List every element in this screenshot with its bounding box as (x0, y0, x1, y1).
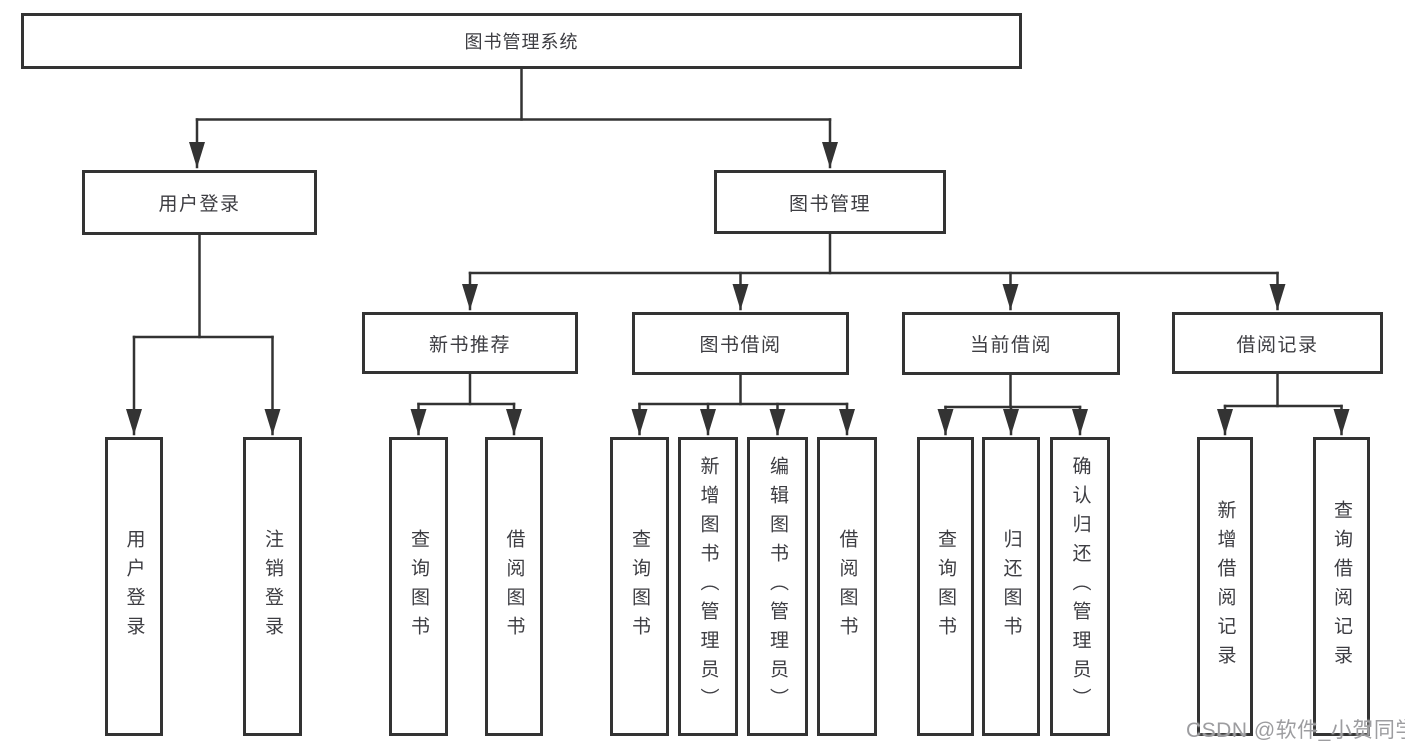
node-leaf-add-borrow-record: 新增借阅记录 (1197, 437, 1253, 736)
connector-book-mgmt-children (462, 232, 1286, 311)
node-leaf-return-books: 归还图书 (982, 437, 1040, 736)
node-leaf-add-books-admin: 新增图书（管理员） (678, 437, 738, 736)
node-user-login: 用户登录 (82, 170, 317, 235)
node-label: 查询图书 (629, 528, 650, 645)
node-label: 借阅记录 (1236, 334, 1319, 356)
node-label: 借阅图书 (836, 528, 858, 645)
node-leaf-confirm-return-admin: 确认归还（管理员） (1050, 437, 1110, 736)
node-label: 当前借阅 (969, 335, 1052, 356)
csdn-watermark: CSDN @软件_小贺同学 (1186, 719, 1405, 742)
node-label: 查询图书 (935, 528, 956, 645)
node-leaf-query-borrow-record: 查询借阅记录 (1313, 437, 1370, 736)
connector-borrow-records-children (1217, 372, 1350, 436)
node-label: 用户登录 (123, 528, 145, 645)
node-label: 图书借阅 (699, 335, 782, 356)
node-label: 查询图书 (408, 528, 429, 645)
node-leaf-logout: 注销登录 (243, 437, 302, 736)
node-label: 新增借阅记录 (1214, 499, 1236, 674)
node-leaf-borrow-books: 借阅图书 (817, 437, 877, 736)
node-leaf-query-books-borrowing: 查询图书 (610, 437, 669, 736)
node-book-management: 图书管理 (714, 170, 946, 234)
node-leaf-edit-books-admin: 编辑图书（管理员） (747, 437, 808, 736)
node-current-borrowing: 当前借阅 (902, 312, 1120, 375)
node-leaf-query-books-recommend: 查询图书 (389, 437, 448, 736)
node-label: 借阅图书 (503, 528, 525, 645)
node-new-book-recommend: 新书推荐 (362, 312, 578, 374)
node-label: 新增图书（管理员） (697, 456, 719, 717)
node-label: 编辑图书（管理员） (767, 456, 788, 717)
node-leaf-user-login: 用户登录 (105, 437, 163, 736)
node-label: 归还图书 (1000, 528, 1022, 645)
node-book-borrowing: 图书借阅 (632, 312, 849, 375)
node-label: 确认归还（管理员） (1069, 456, 1091, 717)
connector-book-borrow-children (631, 373, 855, 436)
node-label: 查询借阅记录 (1331, 499, 1352, 674)
connector-root-to-level2 (189, 67, 838, 169)
node-leaf-borrow-books-recommend: 借阅图书 (485, 437, 543, 736)
node-leaf-query-books-current: 查询图书 (917, 437, 974, 736)
node-label: 用户登录 (158, 194, 241, 215)
node-label: 图书管理系统 (464, 32, 579, 52)
node-label: 注销登录 (262, 528, 283, 645)
node-borrow-records: 借阅记录 (1172, 312, 1383, 374)
node-label: 图书管理 (788, 193, 871, 215)
node-library-system-root: 图书管理系统 (21, 13, 1022, 69)
node-label: 新书推荐 (428, 334, 511, 356)
connector-user-login-children (126, 233, 281, 436)
connector-new-books-children (410, 372, 522, 436)
connector-current-borrow-children (937, 373, 1088, 436)
